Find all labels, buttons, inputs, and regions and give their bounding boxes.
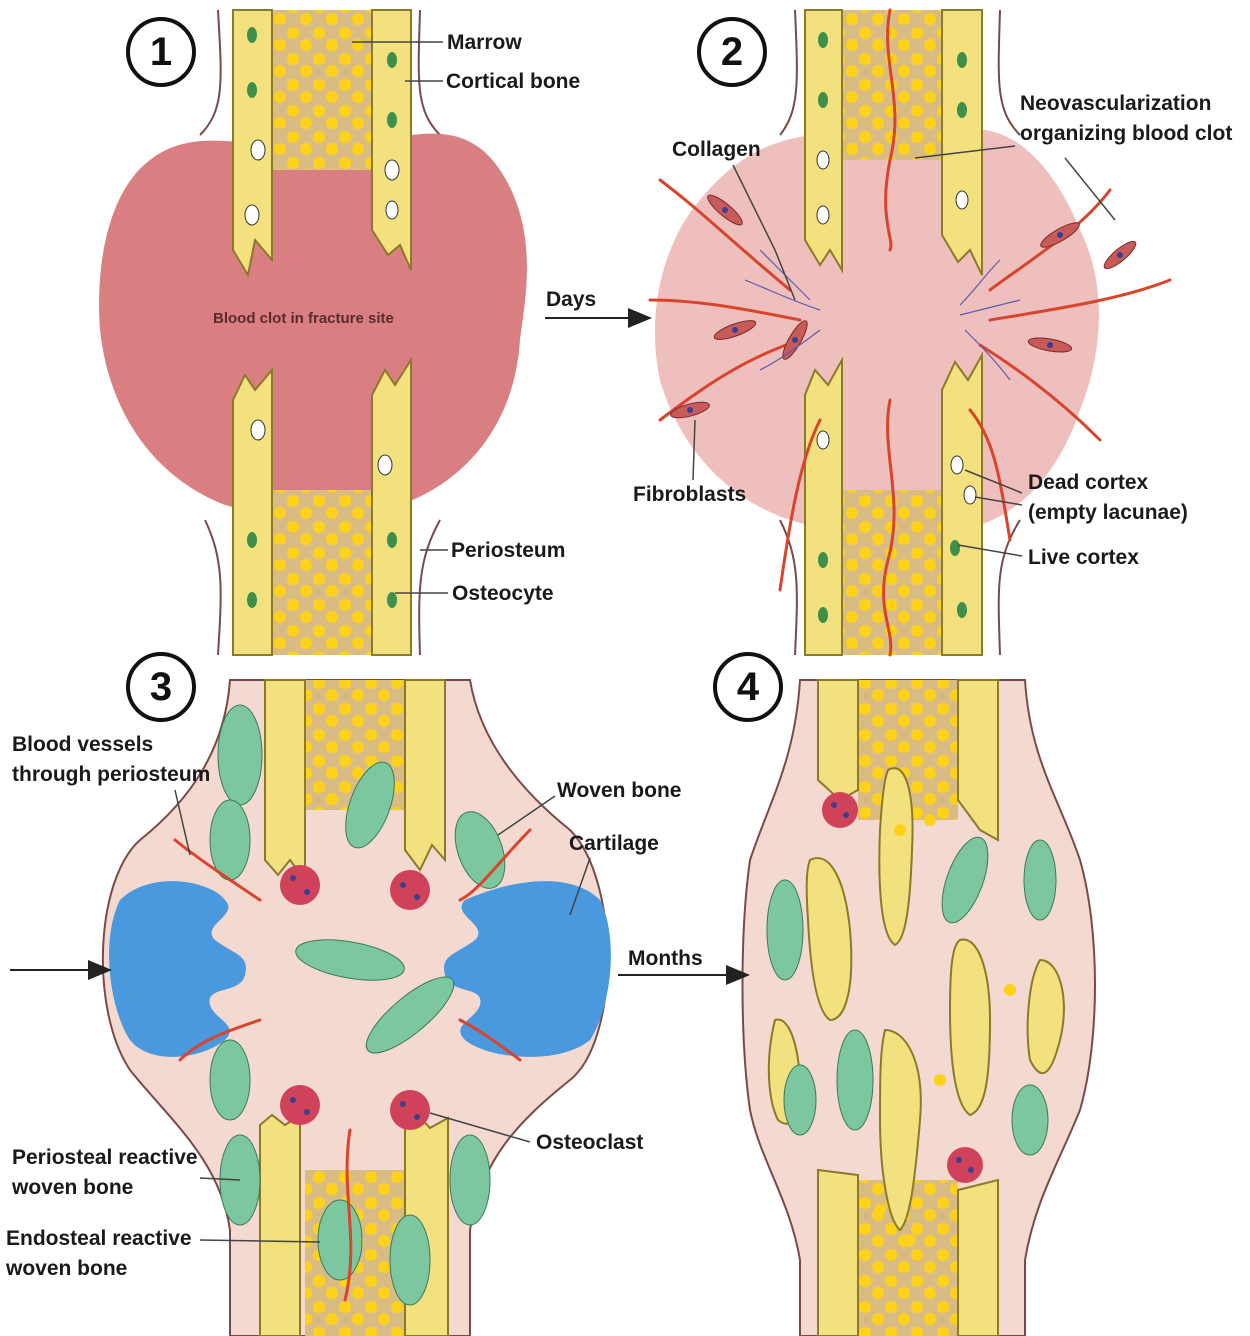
marrow-bottom [272, 490, 372, 655]
label-osteocyte: Osteocyte [452, 578, 554, 609]
label-periosteum: Periosteum [451, 535, 565, 566]
label-cortical-bone: Cortical bone [446, 66, 580, 97]
periosteum-line [205, 520, 221, 655]
label-dead-cortex-2: (empty lacunae) [1028, 497, 1188, 528]
label-osteoclast: Osteoclast [536, 1127, 643, 1158]
label-months: Months [628, 943, 703, 974]
cortex-left-bottom [260, 1115, 300, 1336]
label-fibroblasts: Fibroblasts [633, 479, 746, 510]
label-neovascularization-2: organizing blood clot [1020, 118, 1232, 149]
label-periosteal-reactive-1: Periosteal reactive [12, 1142, 198, 1173]
panel-number-2: 2 [697, 17, 767, 87]
cortex-right-top [405, 680, 445, 870]
cortex-right-top [942, 10, 982, 275]
periosteum-line [200, 10, 221, 135]
periosteum-line [419, 10, 440, 135]
cortex-left-top [818, 680, 858, 800]
cartilage-right [444, 881, 611, 1057]
label-endosteal-reactive-1: Endosteal reactive [6, 1223, 192, 1254]
label-blood-clot: Blood clot in fracture site [213, 310, 394, 327]
panel-4-remodeling [743, 680, 1096, 1336]
marrow-top [272, 10, 372, 170]
label-cartilage: Cartilage [569, 828, 659, 859]
label-blood-vessels-2: through periosteum [12, 759, 210, 790]
cortex-right-bottom [372, 360, 411, 655]
label-dead-cortex-1: Dead cortex [1028, 467, 1148, 498]
cortex-left-bottom [233, 370, 272, 655]
panel-number-4: 4 [713, 652, 783, 722]
label-neovascularization-1: Neovascularization [1020, 88, 1211, 119]
cortex-right-bottom [958, 1180, 998, 1336]
periosteum-line [419, 520, 440, 655]
cortex-left-top [233, 10, 272, 275]
label-collagen: Collagen [672, 134, 761, 165]
panel-number-3: 3 [126, 652, 196, 722]
cartilage-left [109, 881, 246, 1057]
cortex-left-top [265, 680, 305, 880]
label-live-cortex: Live cortex [1028, 542, 1139, 573]
label-days: Days [546, 284, 596, 315]
periosteum-line [780, 10, 797, 135]
cortex-left-top [805, 10, 842, 270]
label-periosteal-reactive-2: woven bone [12, 1172, 133, 1203]
label-marrow: Marrow [447, 27, 522, 58]
cortex-right-top [372, 10, 411, 270]
label-woven-bone: Woven bone [557, 775, 681, 806]
panel-number-1: 1 [126, 17, 196, 87]
cortex-left-bottom [818, 1170, 858, 1336]
marrow-bottom [842, 490, 942, 655]
label-blood-vessels-1: Blood vessels [12, 729, 153, 760]
label-endosteal-reactive-2: woven bone [6, 1253, 127, 1284]
periosteum-line [999, 10, 1020, 135]
